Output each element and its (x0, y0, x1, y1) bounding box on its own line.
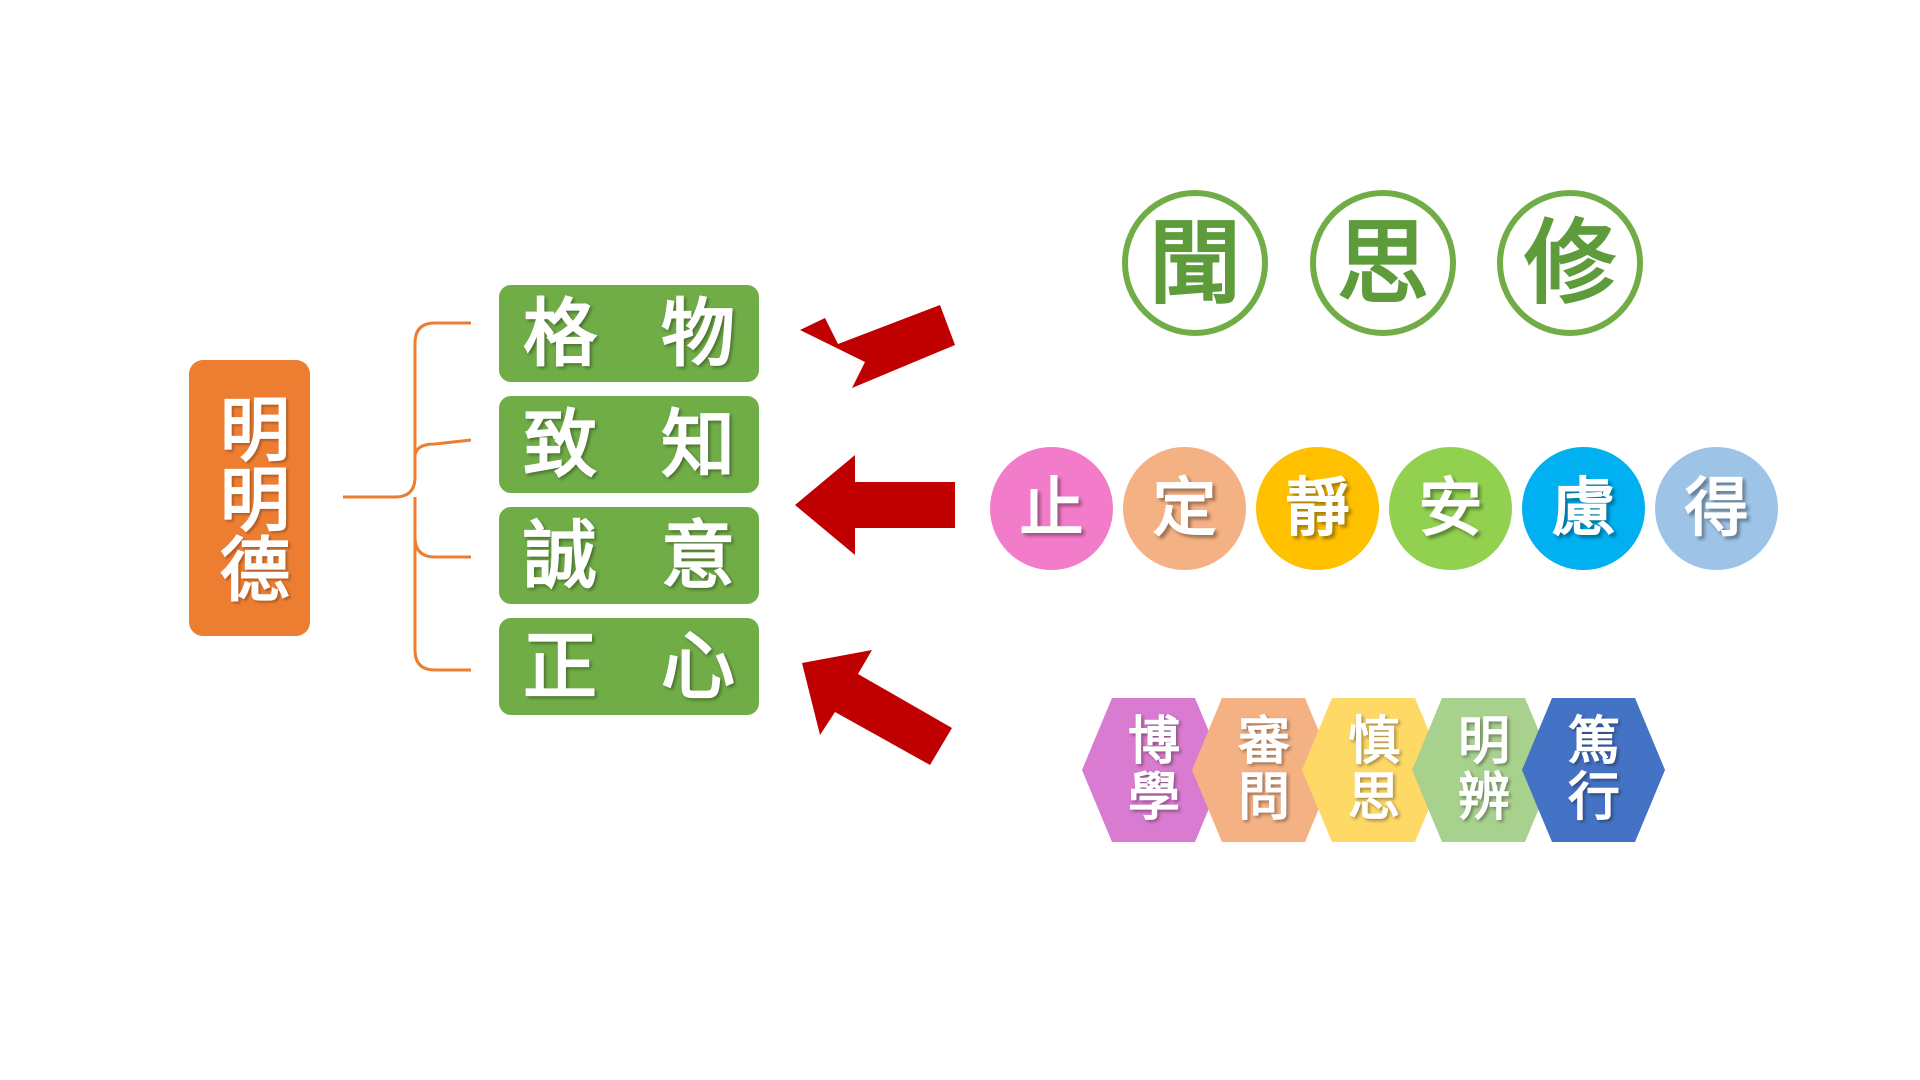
hexagon-3-bottom: 思 (1347, 767, 1400, 828)
branch-3-right: 意 (661, 512, 735, 599)
brace-path (343, 321, 472, 672)
step-circle-6: 得 (1655, 447, 1778, 570)
step-4-label: 安 (1418, 470, 1483, 546)
branch-1-left: 格 (523, 290, 597, 377)
hexagon-2-bottom: 問 (1237, 767, 1290, 828)
hexagon-1-bottom: 學 (1127, 767, 1180, 828)
arrow-2 (795, 455, 955, 555)
step-circle-1: 止 (990, 447, 1113, 570)
branch-4-left: 正 (523, 623, 597, 710)
branch-box-2: 致 知 (499, 396, 759, 493)
step-2-label: 定 (1152, 470, 1217, 546)
outlined-circle-2-label: 思 (1336, 209, 1429, 317)
outlined-circle-1-label: 聞 (1148, 209, 1241, 317)
branch-box-3: 誠 意 (499, 507, 759, 604)
arrow-3 (802, 650, 952, 765)
outlined-circle-1: 聞 (1122, 190, 1268, 336)
hexagon-4-bottom: 辨 (1457, 767, 1510, 828)
outlined-circle-3-label: 修 (1523, 209, 1616, 317)
hexagon-1-top: 博 (1127, 711, 1180, 772)
branch-2-right: 知 (661, 401, 735, 488)
step-6-label: 得 (1684, 470, 1749, 546)
hexagon-2-label: 審 問 (1204, 700, 1324, 840)
step-3-label: 靜 (1285, 470, 1350, 546)
arrow-1 (800, 305, 955, 388)
hexagon-3-label: 慎 思 (1314, 700, 1434, 840)
step-1-label: 止 (1019, 470, 1084, 546)
hexagon-2-top: 審 (1237, 711, 1290, 772)
branch-box-4: 正 心 (499, 618, 759, 715)
hexagon-4-top: 明 (1457, 711, 1510, 772)
step-5-label: 慮 (1551, 470, 1616, 546)
outlined-circle-3: 修 (1497, 190, 1643, 336)
branch-2-left: 致 (523, 401, 597, 488)
root-label: 明明德 (208, 393, 292, 603)
branch-3-left: 誠 (523, 512, 597, 599)
step-circle-5: 慮 (1522, 447, 1645, 570)
branch-1-right: 物 (661, 290, 735, 377)
hexagon-5-label: 篤 行 (1534, 700, 1654, 840)
outlined-circle-2: 思 (1310, 190, 1456, 336)
branch-4-right: 心 (661, 623, 735, 710)
step-circle-3: 靜 (1256, 447, 1379, 570)
step-circle-2: 定 (1123, 447, 1246, 570)
hexagon-4-label: 明 辨 (1424, 700, 1544, 840)
hexagon-3-top: 慎 (1347, 711, 1400, 772)
hexagon-5-bottom: 行 (1567, 767, 1620, 828)
hexagon-5-top: 篤 (1567, 711, 1620, 772)
branch-box-1: 格 物 (499, 285, 759, 382)
step-circle-4: 安 (1389, 447, 1512, 570)
hexagon-1-label: 博 學 (1094, 700, 1214, 840)
root-node: 明明德 (189, 360, 310, 636)
